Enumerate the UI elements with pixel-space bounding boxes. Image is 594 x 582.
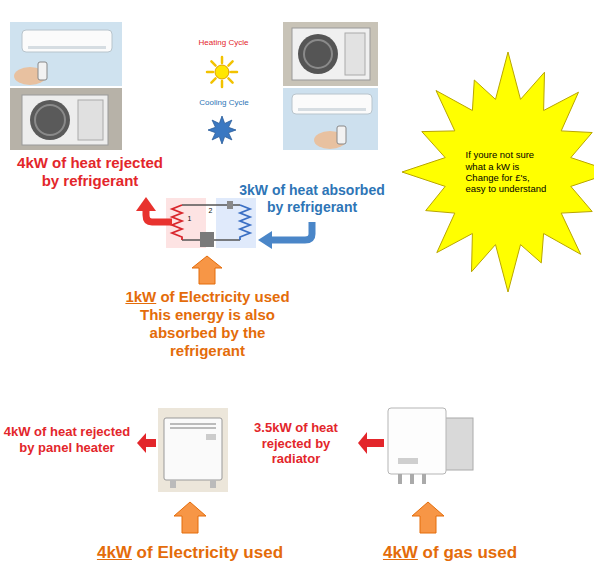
gas-boiler-photo <box>388 408 473 484</box>
panel-heater-photo <box>158 408 228 492</box>
heat-in-arrow <box>258 222 312 249</box>
heat-rejected-label: 3.5kW of heat rejected by radiator <box>240 420 352 467</box>
energy-input-label: 4kW of Electricity used <box>60 543 320 563</box>
outdoor-unit-photo <box>283 22 378 86</box>
outdoor-unit-photo <box>10 88 122 150</box>
heat-absorbed-label: 3kW of heat absorbed by refrigerant <box>232 182 392 216</box>
energy-input-label: 4kW of gas used <box>355 543 545 563</box>
heat-rejected-label: 4kW of heat rejected by refrigerant <box>15 154 165 190</box>
sun-icon <box>207 57 237 87</box>
heat-out-arrow <box>136 197 172 222</box>
underlined-amount: 4kW <box>97 543 132 562</box>
energy-input-label: 1kW of Electricity used This energy is a… <box>110 288 305 360</box>
energy-input-arrow <box>412 502 444 533</box>
starburst-shape <box>402 52 594 292</box>
indoor-unit-photo <box>10 22 122 86</box>
energy-input-arrow <box>192 256 222 284</box>
callout-number: 2 <box>206 207 215 215</box>
refrigerant-cycle-schematic <box>166 198 256 248</box>
cold-star-icon <box>208 116 236 144</box>
heat-out-arrow <box>137 433 156 453</box>
heat-out-arrow <box>358 432 384 454</box>
cycle-caption: Heating Cycle <box>196 38 251 48</box>
underlined-amount: 4kW <box>383 543 418 562</box>
callout-text: If youre not sure what a kW is Change fo… <box>466 149 551 195</box>
callout-number: 1 <box>185 215 194 223</box>
heat-rejected-label: 4kW of heat rejected by panel heater <box>2 424 132 455</box>
indoor-unit-photo <box>283 88 378 150</box>
starburst-callout: If youre not sure what a kW is Change fo… <box>400 50 594 295</box>
underlined-amount: 1kW <box>125 288 156 305</box>
cycle-caption: Cooling Cycle <box>194 98 254 108</box>
energy-input-arrow <box>174 502 206 533</box>
